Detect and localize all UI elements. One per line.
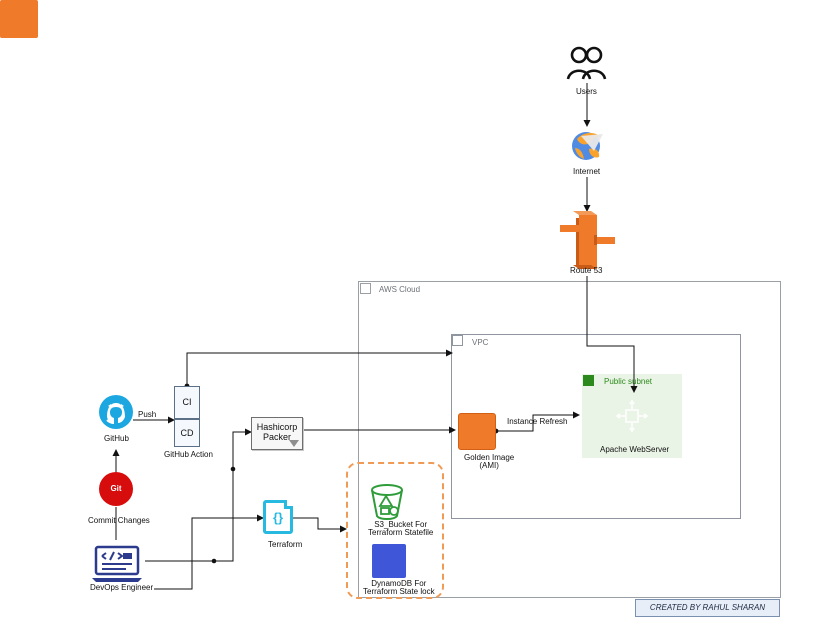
golden-image-node [458,413,496,450]
laptop-code-icon [92,545,142,582]
github-action-label: GitHub Action [164,450,213,459]
hashicorp-packer-node: Hashicorp Packer [251,417,303,450]
ci-stage: CI [174,386,200,419]
public-subnet-label: Public subnet [604,377,653,386]
users-icon [566,46,607,80]
packer-label: Hashicorp Packer [256,422,298,442]
golden-image-label: Golden Image (AMI) [464,453,515,471]
s3-bucket-icon [371,484,403,520]
route53-icon [560,211,615,269]
apache-webserver-node [0,0,38,38]
cd-stage: CD [174,419,200,447]
dynamodb-label: DynamoDB For Terraform State lock [363,579,435,597]
packer-icon [289,440,299,447]
commit-changes-label: Commit Changes [88,516,150,525]
cloud-icon [360,283,371,294]
instance-refresh-label: Instance Refresh [507,417,568,426]
devops-engineer-label: DevOps Engineer [90,583,154,592]
git-icon: Git [99,472,133,506]
push-label: Push [138,410,157,419]
terraform-state-group [346,462,444,599]
vpc-icon [452,335,463,346]
github-icon [99,395,133,429]
credit-banner: CREATED BY RAHUL SHARAN [635,599,780,617]
aws-cloud-group [358,281,781,598]
terraform-icon: {} [263,500,293,534]
internet-label: Internet [573,167,601,176]
lock-icon [583,375,594,386]
aws-cloud-label: AWS Cloud [379,285,421,294]
s3-label: S3_Bucket For Terraform Statefile [368,520,434,538]
globe-icon [572,132,603,160]
terraform-label: Terraform [268,540,303,549]
webserver-icon [615,399,649,433]
route53-label: Route 53 [570,266,603,275]
users-label: Users [576,87,597,96]
apache-webserver-label: Apache WebServer [600,445,670,454]
vpc-label: VPC [472,338,489,347]
terraform-brace-icon: {} [273,510,284,525]
github-label: GitHub [104,434,129,443]
dynamodb-icon [372,544,406,578]
